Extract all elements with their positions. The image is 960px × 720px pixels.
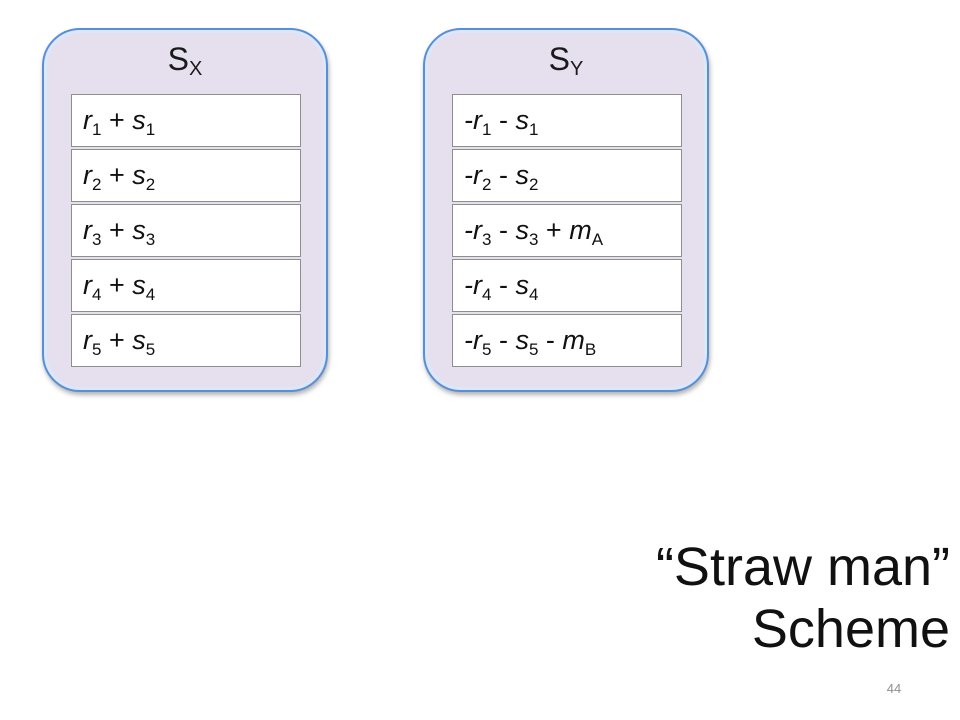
straw-man-caption: “Straw man” Scheme [656,536,950,660]
formula-term: s [132,160,146,190]
formula-term: s [515,160,529,190]
formula-term: r [83,105,92,135]
formula-term: -r [464,270,482,300]
server-x-box: SX r1 + s1 r2 + s2 r3 + s3 r4 + s4 r5 + … [42,28,328,392]
formula-term: 1 [92,120,102,139]
formula-term: 5 [528,340,539,359]
formula-term: A [591,230,604,249]
formula-term: 5 [145,340,156,359]
formula-term: -r [464,105,482,135]
formula-term: B [584,340,597,359]
formula-term: - [491,160,516,190]
server-x-title: SX [44,39,326,79]
server-y-cell-2: -r2 - s2 [452,149,682,202]
formula-term: - [491,325,516,355]
formula-term: r [83,160,92,190]
formula-term: + [101,105,133,135]
formula-term: 3 [481,230,492,249]
server-y-cell-5: -r5 - s5 - mB [452,314,682,367]
formula-term: r [83,270,92,300]
formula-term: s [515,105,529,135]
formula-term: - [491,105,516,135]
server-x-cell-5: r5 + s5 [71,314,301,367]
formula-term: - [491,270,516,300]
formula-term: 4 [481,285,492,304]
caption-line-2: Scheme [751,599,950,659]
formula-term: s [132,325,146,355]
formula-term: s [132,270,146,300]
formula-term: 4 [528,285,539,304]
server-x-title-sub: X [189,58,203,80]
server-x-cell-1: r1 + s1 [71,94,301,147]
server-y-cell-4: -r4 - s4 [452,259,682,312]
formula-term: -r [464,325,482,355]
formula-term: 5 [92,340,102,359]
server-x-title-base: S [167,41,189,77]
formula-term: -r [464,160,482,190]
formula-term: + [101,215,133,245]
formula-term: m [569,215,592,245]
formula-term: s [132,105,146,135]
server-x-cell-4: r4 + s4 [71,259,301,312]
formula-term: s [515,215,529,245]
formula-term: -r [464,215,482,245]
formula-term: 4 [92,285,102,304]
server-y-title: SY [425,39,707,79]
server-y-cell-1: -r1 - s1 [452,94,682,147]
formula-term: + [101,270,133,300]
formula-term: 2 [481,175,492,194]
server-y-title-base: S [548,41,570,77]
server-y-cell-3: -r3 - s3 + mA [452,204,682,257]
formula-term: 2 [528,175,539,194]
caption-line-1: “Straw man” [655,537,950,597]
formula-term: 2 [145,175,156,194]
formula-term: 1 [145,120,156,139]
server-x-cell-2: r2 + s2 [71,149,301,202]
formula-term: 5 [481,340,492,359]
formula-term: - [538,325,563,355]
server-y-box: SY -r1 - s1 -r2 - s2 -r3 - s3 + mA -r4 -… [423,28,709,392]
formula-term: 3 [92,230,102,249]
formula-term: 3 [145,230,156,249]
formula-term: r [83,215,92,245]
formula-term: s [515,325,529,355]
server-x-cells: r1 + s1 r2 + s2 r3 + s3 r4 + s4 r5 + s5 [71,94,301,369]
formula-term: s [515,270,529,300]
formula-term: + [538,215,570,245]
server-y-cells: -r1 - s1 -r2 - s2 -r3 - s3 + mA -r4 - s4… [452,94,682,369]
formula-term: - [491,215,516,245]
formula-term: m [562,325,585,355]
formula-term: 1 [481,120,492,139]
formula-term: 4 [145,285,156,304]
formula-term: 1 [528,120,539,139]
formula-term: s [132,215,146,245]
server-x-cell-3: r3 + s3 [71,204,301,257]
formula-term: 2 [92,175,102,194]
formula-term: + [101,325,133,355]
formula-term: 3 [528,230,539,249]
server-y-title-sub: Y [570,58,584,80]
page-number: 44 [886,681,902,696]
formula-term: r [83,325,92,355]
formula-term: + [101,160,133,190]
